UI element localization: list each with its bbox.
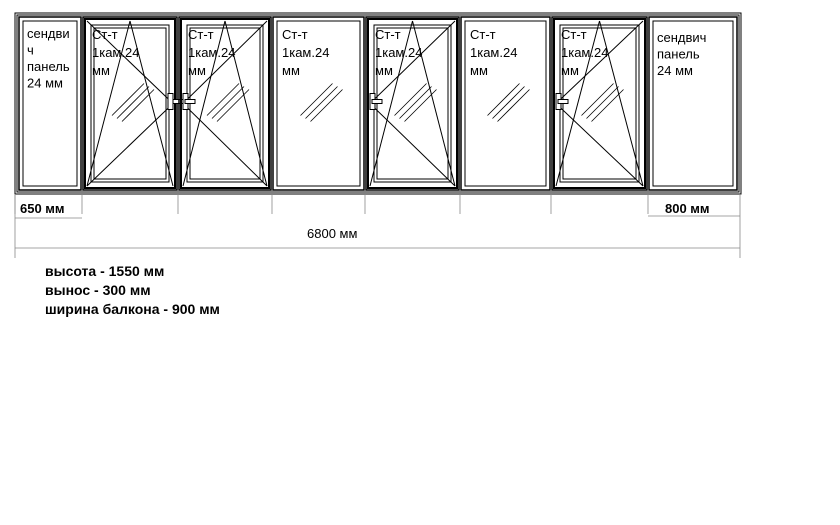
glass-hatch-icon [591, 89, 624, 122]
handle-lever [557, 99, 569, 104]
panel-frame [18, 16, 82, 191]
dimension-total: 6800 мм [307, 226, 357, 241]
tilt-indicator [86, 20, 131, 187]
panel-frame [648, 16, 738, 191]
tilt-indicator [369, 20, 413, 187]
specs: высота - 1550 мм вынос - 300 мм ширина б… [45, 262, 220, 319]
panel-label: 24 мм [27, 76, 63, 91]
panel-label: панель [27, 59, 70, 74]
glass-hatch-icon [116, 86, 150, 119]
panel-fixed: Ст-т 1кам.24 мм [272, 16, 365, 191]
turn-indicator [182, 103, 268, 187]
dimension-right: 800 мм [665, 201, 710, 216]
turn-indicator [555, 20, 644, 104]
glass-hatch-icon [399, 86, 432, 119]
panel-label: ч [27, 43, 34, 58]
turn-indicator [369, 20, 456, 104]
panel-frame [178, 16, 272, 191]
panel-label: мм [470, 63, 488, 78]
outer-frame-inner [16, 14, 740, 193]
tilt-indicator [412, 20, 456, 187]
panel-frame [272, 16, 365, 191]
spec-height: высота - 1550 мм [45, 263, 165, 279]
panel-label: Ст-т [375, 27, 401, 42]
panel-frame [460, 16, 551, 191]
panel-label: 1кам.24 [92, 45, 139, 60]
glass-bead [276, 20, 361, 187]
panel-label: 1кам.24 [561, 45, 608, 60]
glass-hatch-icon [206, 83, 240, 116]
panel-label: 1кам.24 [188, 45, 235, 60]
handle-lever [184, 99, 196, 104]
tilt-indicator [555, 20, 600, 187]
glass-hatch-icon [121, 89, 155, 122]
sash-frame [367, 18, 458, 189]
panel-label: мм [375, 63, 393, 78]
glass-hatch-icon [404, 89, 437, 122]
dimension-left: 650 мм [20, 201, 65, 216]
panel-frame [551, 16, 648, 191]
sash-frame [180, 18, 270, 189]
spec-balcony-width: ширина балкона - 900 мм [45, 301, 220, 317]
panel-label: мм [561, 63, 579, 78]
panel-label: Ст-т [92, 27, 118, 42]
glass-bead [22, 20, 78, 187]
glass-hatch-icon [586, 86, 619, 119]
glass-hatch-icon [216, 89, 250, 122]
panel-sash: Ст-т 1кам.24 мм [178, 16, 272, 191]
turn-indicator [555, 103, 644, 187]
panel-label: 1кам.24 [375, 45, 422, 60]
glass-bead [464, 20, 547, 187]
turn-indicator [369, 103, 456, 187]
glass-hatch-icon [394, 83, 427, 116]
turn-indicator [182, 20, 268, 104]
sash-frame [553, 18, 646, 189]
glass [93, 27, 167, 180]
spec-depth: вынос - 300 мм [45, 282, 151, 298]
glass-hatch-icon [497, 89, 530, 122]
panel-label: Ст-т [188, 27, 214, 42]
glass-hatch-icon [492, 86, 525, 119]
panel-sash: Ст-т 1кам.24 мм [365, 16, 460, 191]
panel-label: мм [92, 63, 110, 78]
tilt-indicator [129, 20, 174, 187]
panel-label: мм [188, 63, 206, 78]
glass-hatch-icon [487, 83, 520, 116]
panel-label: мм [282, 63, 300, 78]
glass-hatch-icon [310, 89, 343, 122]
turn-indicator [86, 103, 174, 187]
panel-label: Ст-т [470, 27, 496, 42]
glass-hatch-icon [300, 83, 333, 116]
glass-hatch-icon [305, 86, 338, 119]
tilt-indicator [224, 20, 268, 187]
panel-label: 24 мм [657, 63, 693, 78]
handle-icon [167, 93, 174, 110]
panel-frame [365, 16, 460, 191]
panel-frame [82, 16, 178, 191]
handle-lever [371, 99, 383, 104]
glass-bead [652, 20, 734, 187]
tilt-indicator [182, 20, 226, 187]
panel-sash: Ст-т 1кам.24 мм [82, 16, 184, 191]
turn-indicator [86, 20, 174, 104]
panel-label: 1кам.24 [470, 45, 517, 60]
panel-label: сендви [27, 26, 70, 41]
panel-fixed: Ст-т 1кам.24 мм [460, 16, 551, 191]
panel-label: сендвич [657, 30, 706, 45]
glass-hatch-icon [211, 86, 245, 119]
panel-label: панель [657, 47, 700, 62]
tilt-indicator [599, 20, 644, 187]
panel-label: Ст-т [282, 27, 308, 42]
panel-label: 1кам.24 [282, 45, 329, 60]
glass-hatch-icon [111, 83, 145, 116]
outer-frame [14, 12, 742, 195]
glass-hatch-icon [581, 83, 614, 116]
panel-sash: Ст-т 1кам.24 мм [551, 16, 648, 191]
panel-label: Ст-т [561, 27, 587, 42]
